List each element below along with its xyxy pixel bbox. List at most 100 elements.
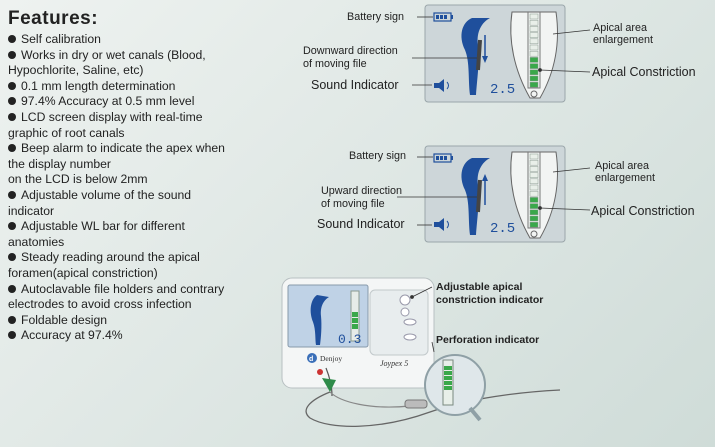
features-title: Features:	[8, 8, 99, 29]
bullet-icon	[8, 190, 16, 199]
sound-indicator-label: Sound Indicator	[317, 217, 405, 231]
feature-item: Foldable design	[8, 313, 293, 329]
button-icon	[403, 318, 417, 326]
wl-bar-segment	[529, 57, 539, 63]
feature-text: 97.4% Accuracy at 0.5 mm level	[21, 94, 195, 109]
feature-item: Autoclavable file holders and contrary	[8, 282, 293, 298]
feature-item: electrodes to avoid cross infection	[8, 297, 293, 313]
wl-bar-segment	[529, 38, 539, 45]
button-icon	[403, 333, 417, 341]
feature-text: Steady reading around the apical	[21, 250, 200, 265]
wl-bar-segment	[529, 13, 539, 20]
bullet-icon	[8, 253, 16, 262]
battery-sign-label: Battery sign	[349, 150, 407, 162]
feature-text: on the LCD is below 2mm	[8, 172, 148, 187]
bullet-icon	[8, 35, 16, 43]
button-icon	[400, 307, 410, 317]
sound-indicator-label: Sound Indicator	[311, 78, 399, 92]
feature-text: Autoclavable file holders and contrary	[21, 281, 225, 296]
wl-bar-segment	[529, 172, 539, 178]
bullet-icon	[8, 112, 16, 121]
feature-item: 0.1 mm length determination	[8, 79, 293, 95]
feature-item: Adjustable WL bar for different	[8, 219, 293, 235]
brand-text: Denjoy	[320, 354, 342, 363]
file-direction-label-1: Upward direction	[321, 185, 403, 197]
apical-area-label-2: enlargement	[593, 34, 654, 46]
wl-bar-segment	[529, 221, 539, 228]
tooth-graphic	[461, 158, 490, 235]
feature-item: foramen(apical constriction)	[8, 266, 293, 282]
feature-item: Steady reading around the apical	[8, 250, 293, 266]
feature-item: on the LCD is below 2mm	[8, 172, 293, 188]
apical-area-label-2: enlargement	[595, 172, 656, 184]
apical-area-label-1: Apical area	[595, 160, 650, 172]
button-icon	[399, 294, 411, 306]
adjustable-indicator-label-1: Adjustable apical	[436, 281, 523, 293]
speaker-icon	[434, 218, 449, 231]
wl-bar-segment	[529, 26, 539, 32]
arrow-down-icon	[482, 56, 488, 63]
apical-constriction-label: Apical Constriction	[592, 65, 696, 79]
wl-bar-segment	[529, 75, 539, 82]
bullet-icon	[8, 97, 16, 106]
adjustable-indicator-label-2: constriction indicator	[436, 294, 544, 306]
file-holder-icon	[404, 399, 428, 409]
magnifier-icon	[424, 354, 486, 422]
wl-bar-segment	[529, 178, 539, 185]
wl-bar-segment	[529, 50, 539, 57]
svg-text:d: d	[309, 356, 313, 363]
feature-item: graphic of root canals	[8, 126, 293, 142]
feature-text: graphic of root canals	[8, 125, 125, 140]
feature-text: foramen(apical constriction)	[8, 265, 158, 280]
feature-item: Beep alarm to indicate the apex when	[8, 141, 293, 157]
file-direction-label-2: of moving file	[321, 198, 385, 210]
device-illustration: 0.3 d Denjoy Joypex 5	[281, 277, 561, 427]
feature-item: LCD screen display with real-time	[8, 110, 293, 126]
wl-bar-segment	[529, 197, 539, 203]
file-direction-label-2: of moving file	[303, 58, 367, 70]
lip-clip-icon	[322, 378, 336, 392]
feature-text: Foldable design	[21, 312, 108, 327]
device-screen	[287, 284, 369, 348]
feature-text: Beep alarm to indicate the apex when	[21, 141, 225, 156]
wl-bar-segment	[529, 63, 539, 69]
device-reading: 0.3	[338, 332, 361, 347]
wl-bar-segment	[529, 153, 539, 160]
wl-bar-segment	[529, 166, 539, 172]
bullet-icon	[8, 50, 16, 59]
wl-bar-segment	[529, 203, 539, 209]
apical-constriction-label: Apical Constriction	[591, 204, 695, 218]
arrow-up-icon	[482, 174, 488, 181]
wl-bar-segment	[529, 44, 539, 51]
leader-lines	[397, 16, 591, 226]
reading-text: 2.5	[490, 221, 515, 237]
bullet-icon	[8, 315, 16, 324]
battery-icon	[433, 153, 453, 163]
wl-bar-segment	[529, 32, 539, 38]
brand-logo-icon	[307, 353, 317, 363]
feature-item: Accuracy at 97.4%	[8, 328, 293, 344]
wl-bar-segment	[529, 190, 539, 197]
root-canal-diagram-bottom	[510, 151, 558, 239]
wl-bar-segment	[529, 209, 539, 216]
feature-item: 97.4% Accuracy at 0.5 mm level	[8, 94, 293, 110]
feature-text: Adjustable WL bar for different	[21, 219, 185, 234]
wl-bar-segment	[529, 184, 539, 191]
electrode-cable	[305, 389, 561, 427]
feature-text: Self calibration	[21, 32, 101, 46]
bullet-icon	[8, 331, 16, 340]
wl-bar-segment	[529, 215, 539, 222]
wl-bar-segment	[529, 159, 539, 166]
feature-text: Accuracy at 97.4%	[21, 328, 123, 343]
feature-text: Adjustable volume of the sound	[21, 187, 192, 202]
model-text: Joypex 5	[380, 359, 408, 368]
bullet-icon	[8, 144, 16, 153]
bullet-icon	[8, 222, 16, 231]
battery-icon	[433, 12, 453, 22]
wl-bar-segment	[529, 81, 539, 88]
bullet-icon	[8, 81, 16, 90]
wl-bar-segment	[529, 19, 539, 26]
reading-text: 2.5	[490, 82, 515, 98]
